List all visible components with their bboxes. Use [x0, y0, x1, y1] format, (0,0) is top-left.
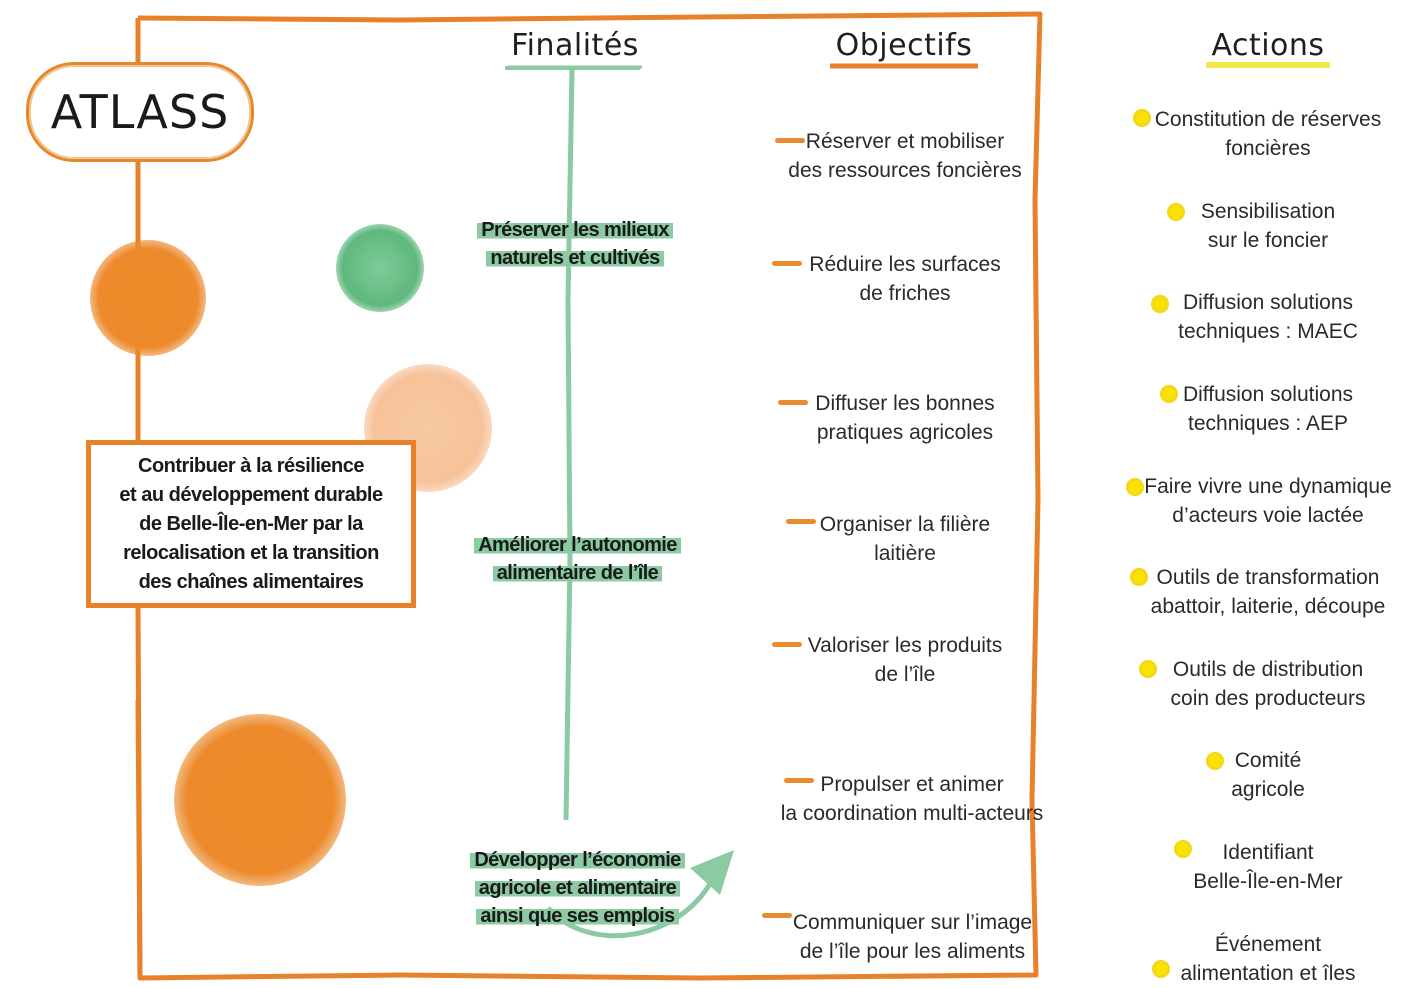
objectif-4-dash [786, 519, 816, 524]
main-goal-box: Contribuer à la résilience et au dévelop… [86, 440, 416, 608]
action-1-dot [1133, 109, 1151, 127]
objectif-2: Réduire les surfaces de friches [809, 253, 1001, 305]
objectifs-header: Objectifs [835, 28, 973, 63]
objectif-5-dash [772, 642, 802, 647]
finalites-header: Finalités [511, 28, 639, 63]
objectif-6-dash [784, 778, 814, 783]
action-3-dot [1151, 295, 1169, 313]
finalite-1: Préserver les milieux naturels et cultiv… [440, 188, 710, 272]
orange-blob-small [90, 240, 206, 356]
atlass-logo: ATLASS [26, 62, 254, 162]
action-10: Événement alimentation et îles [1180, 933, 1356, 985]
objectif-3-dash [778, 400, 808, 405]
main-goal-text: Contribuer à la résilience et au dévelop… [119, 454, 383, 593]
action-2-dot [1167, 203, 1185, 221]
action-5-dot [1126, 478, 1144, 496]
action-4: Diffusion solutions techniques : AEP [1182, 383, 1354, 435]
orange-blob-large [174, 714, 346, 886]
objectif-3: Diffuser les bonnes pratiques agricoles [815, 392, 995, 444]
finalite-2-text: Améliorer l’autonomie alimentaire de l’î… [474, 534, 681, 584]
objectif-1-dash [775, 138, 805, 143]
action-10-dot [1152, 960, 1170, 978]
finalites-vertical-line [563, 69, 575, 821]
action-3: Diffusion solutions techniques : MAEC [1178, 291, 1358, 343]
finalite-1-text: Préserver les milieux naturels et cultiv… [477, 219, 673, 269]
objectif-6: Propulser et animer la coordination mult… [780, 773, 1044, 825]
objectif-5: Valoriser les produits de l’île [807, 634, 1003, 686]
action-5: Faire vivre une dynamique d’acteurs voie… [1144, 475, 1392, 527]
finalite-2: Améliorer l’autonomie alimentaire de l’î… [440, 503, 715, 587]
objectif-4: Organiser la filière laitière [819, 513, 991, 565]
green-arrow-head [690, 850, 734, 895]
finalite-3-text: Développer l’économie agricole et alimen… [470, 849, 685, 927]
objectif-1: Réserver et mobiliser des ressources fon… [788, 130, 1022, 182]
frame-border [135, 11, 1043, 981]
green-blob [336, 224, 424, 312]
objectif-7-dash [762, 913, 792, 918]
action-6: Outils de transformation abattoir, laite… [1150, 566, 1386, 618]
action-9: Identifiant Belle-Île-en-Mer [1193, 841, 1343, 893]
action-4-dot [1160, 385, 1178, 403]
action-8: Comité agricole [1231, 749, 1305, 801]
action-2: Sensibilisation sur le foncier [1200, 200, 1336, 252]
action-7-dot [1139, 660, 1157, 678]
action-1: Constitution de réserves foncières [1154, 108, 1382, 160]
action-8-dot [1206, 752, 1224, 770]
action-7: Outils de distribution coin des producte… [1170, 658, 1366, 710]
action-6-dot [1130, 568, 1148, 586]
finalite-3: Développer l’économie agricole et alimen… [440, 818, 715, 930]
actions-header: Actions [1211, 28, 1325, 63]
frame-left-bottom [135, 607, 143, 979]
objectif-7: Communiquer sur l’image de l’île pour le… [792, 911, 1033, 963]
action-9-dot [1174, 840, 1192, 858]
logo-text: ATLASS [50, 85, 230, 139]
objectif-2-dash [772, 261, 802, 266]
